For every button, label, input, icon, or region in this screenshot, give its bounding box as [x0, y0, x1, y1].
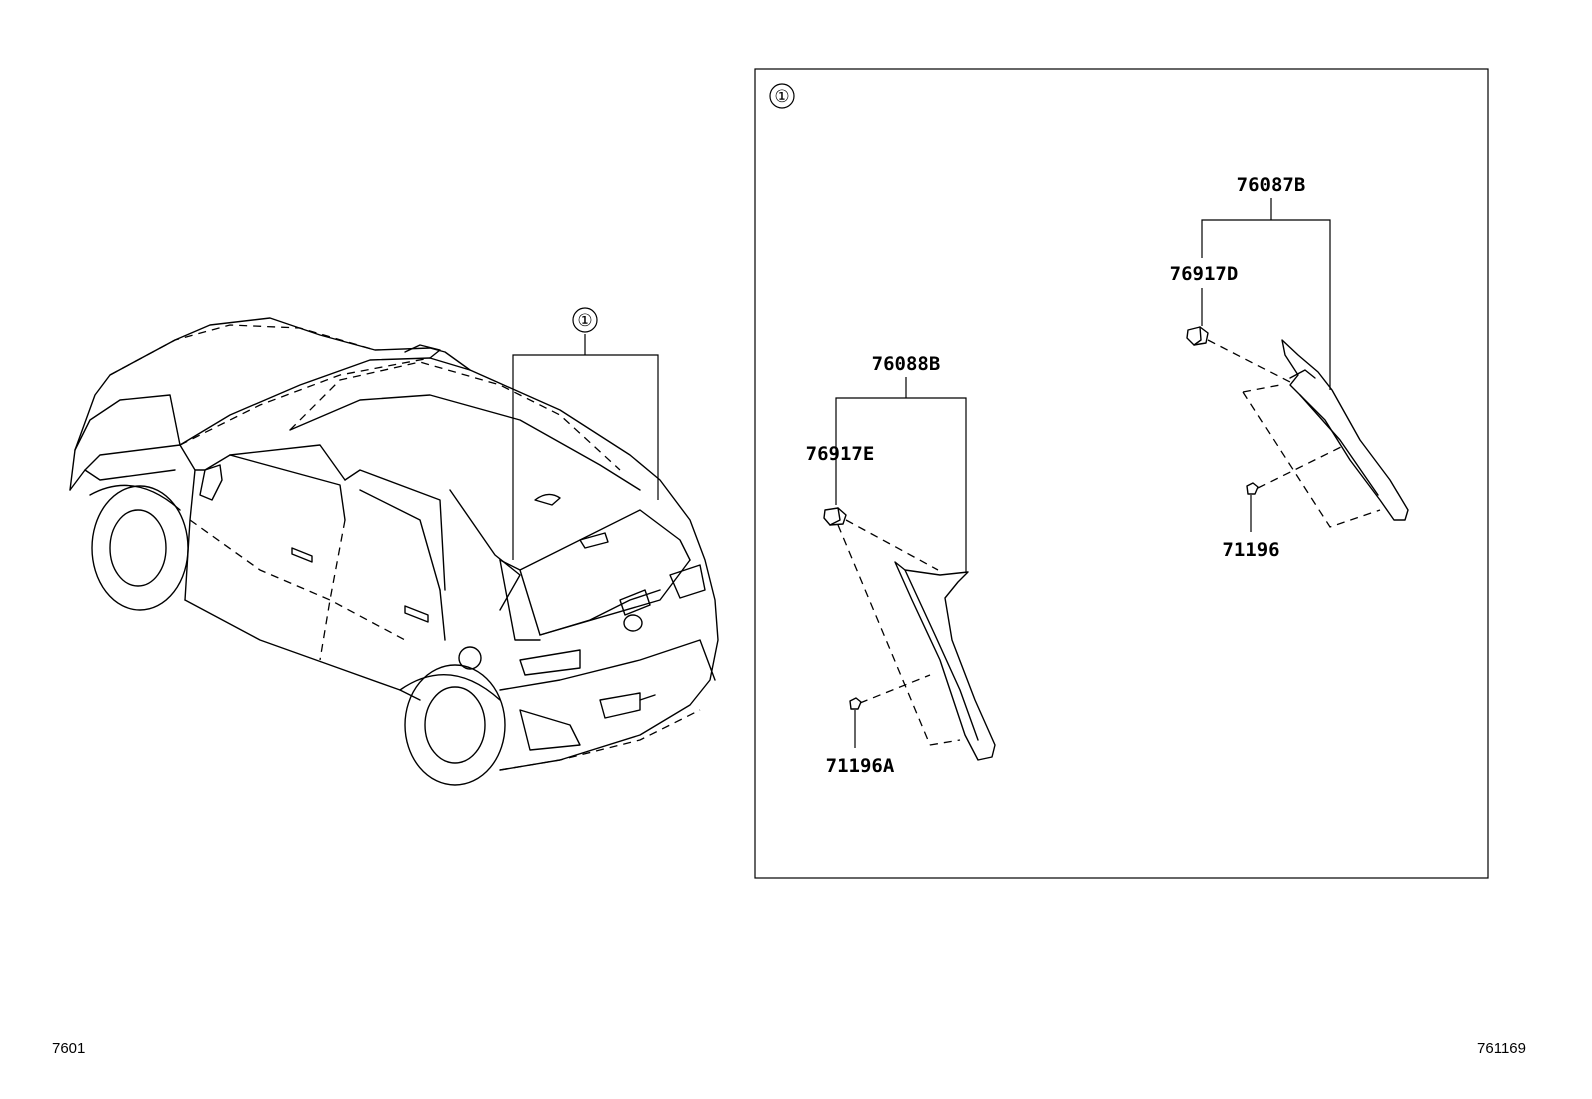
part-label-76088b[interactable]: 76088B — [872, 353, 941, 375]
illustration-number: 761169 — [1477, 1040, 1526, 1057]
clip-76917e — [823, 507, 847, 526]
garnish-76087b — [1281, 339, 1409, 521]
vehicle-callout: ① — [577, 311, 592, 331]
part-label-76917d[interactable]: 76917D — [1170, 263, 1239, 285]
part-label-76917e[interactable]: 76917E — [806, 443, 875, 465]
screw-71196a — [849, 697, 862, 710]
part-label-71196a[interactable]: 71196A — [826, 755, 895, 777]
part-group-left: 76088B 76917E 71196A — [806, 353, 996, 777]
part-group-right: 76087B 76917D 71196 — [1170, 174, 1409, 561]
inset-callout: ① — [774, 87, 789, 107]
figure-code: 7601 — [52, 1040, 86, 1057]
clip-76917d — [1186, 326, 1209, 346]
vehicle-illustration: ① — [69, 307, 719, 786]
inset-panel: ① — [754, 68, 1489, 879]
part-label-71196[interactable]: 71196 — [1222, 539, 1279, 561]
screw-71196 — [1246, 482, 1259, 495]
part-label-76087b[interactable]: 76087B — [1237, 174, 1306, 196]
garnish-76088b — [894, 561, 996, 761]
